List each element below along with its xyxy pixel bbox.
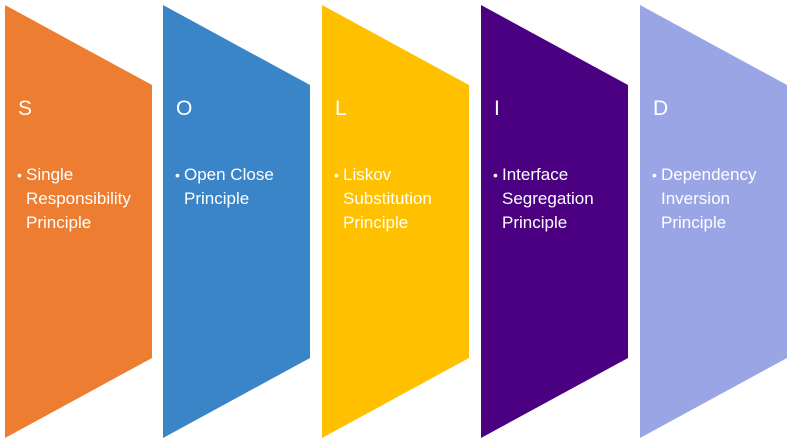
principle-description: • Single Responsibility Principle <box>17 163 147 235</box>
bullet-icon: • <box>17 167 22 183</box>
principle-name-line: Principle <box>343 213 409 232</box>
principle-name-line: Liskov <box>343 165 392 184</box>
chevron-open-close: O • Open Close Principle <box>163 5 310 438</box>
bullet-icon: • <box>493 167 498 183</box>
principle-name: Open Close Principle <box>184 163 305 211</box>
principle-name: Interface Segregation Principle <box>502 163 623 235</box>
principle-letter: S <box>18 97 33 120</box>
principle-description: • Interface Segregation Principle <box>493 163 623 235</box>
principle-letter: I <box>494 97 500 120</box>
chevron-liskov-substitution: L • Liskov Substitution Principle <box>322 5 469 438</box>
chevron-single-responsibility: S • Single Responsibility Principle <box>5 5 152 438</box>
principle-name-line: Single <box>26 165 74 184</box>
principle-name: Dependency Inversion Principle <box>661 163 782 235</box>
principle-name-line: Inversion <box>661 189 730 208</box>
bullet-icon: • <box>652 167 657 183</box>
principle-letter: L <box>335 97 347 120</box>
principle-name-line: Principle <box>502 213 568 232</box>
bullet-icon: • <box>334 167 339 183</box>
principle-description: • Dependency Inversion Principle <box>652 163 782 235</box>
principle-name-line: Substitution <box>343 189 432 208</box>
principle-description: • Open Close Principle <box>175 163 305 211</box>
principle-name-line: Interface <box>502 165 569 184</box>
principle-description: • Liskov Substitution Principle <box>334 163 464 235</box>
principle-name: Liskov Substitution Principle <box>343 163 464 235</box>
principle-letter: D <box>653 97 669 120</box>
principle-name-line: Segregation <box>502 189 594 208</box>
principle-name-line: Principle <box>26 213 92 232</box>
chevron-interface-segregation: I • Interface Segregation Principle <box>481 5 628 438</box>
principle-name-line: Principle <box>661 213 727 232</box>
principle-letter: O <box>176 97 193 120</box>
principle-name: Single Responsibility Principle <box>26 163 147 235</box>
chevron-dependency-inversion: D • Dependency Inversion Principle <box>640 5 787 438</box>
principle-name-line: Dependency <box>661 165 757 184</box>
principle-name-line: Principle <box>184 189 250 208</box>
bullet-icon: • <box>175 167 180 183</box>
principle-name-line: Open Close <box>184 165 274 184</box>
principle-name-line: Responsibility <box>26 189 131 208</box>
